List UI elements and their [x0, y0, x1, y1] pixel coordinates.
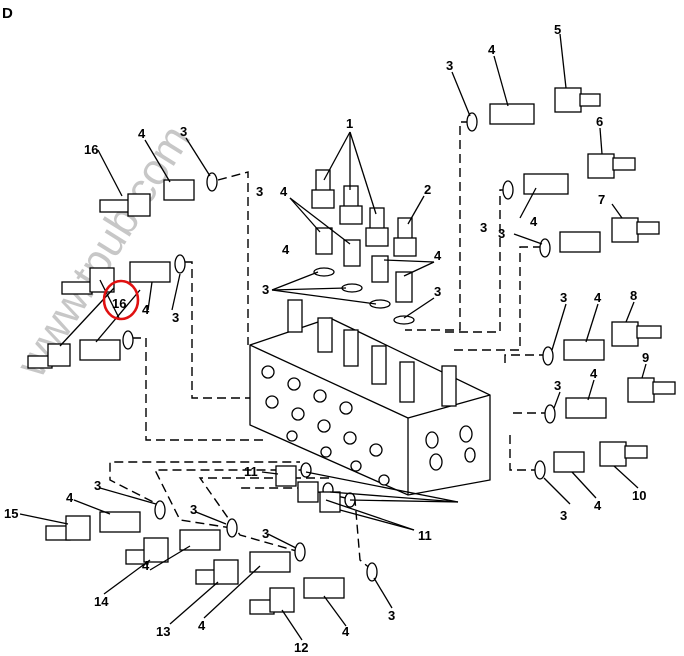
label-4: 4	[594, 498, 602, 513]
manifold-block	[249, 299, 491, 496]
label-4: 4	[282, 242, 290, 257]
label-4: 4	[590, 366, 598, 381]
label-1: 1	[346, 116, 353, 131]
label-3: 3	[446, 58, 453, 73]
label-3: 3	[480, 220, 487, 235]
label-4: 4	[488, 42, 496, 57]
label-3: 3	[554, 378, 561, 393]
label-3: 3	[560, 508, 567, 523]
label-4: 4	[342, 624, 350, 639]
label-15: 15	[4, 506, 18, 521]
label-4: 4	[142, 558, 150, 573]
label-4: 4	[66, 490, 74, 505]
label-3: 3	[172, 310, 179, 325]
label-3: 3	[190, 502, 197, 517]
label-11: 11	[244, 464, 258, 479]
label-3: 3	[94, 478, 101, 493]
label-5: 5	[554, 22, 561, 37]
label-4: 4	[138, 126, 146, 141]
label-6: 6	[596, 114, 603, 129]
label-4: 4	[594, 290, 602, 305]
label-3: 3	[256, 184, 263, 199]
label-3: 3	[434, 284, 441, 299]
label-4: 4	[198, 618, 206, 633]
label-3: 3	[262, 526, 269, 541]
label-4: 4	[434, 248, 442, 263]
manifold-top-studs	[287, 299, 457, 407]
callout-labels: 1 2 3 3 3 3 3 3 3 3 3 3 3 3 3 3 3 4 4 4 …	[4, 22, 649, 655]
label-3: 3	[498, 226, 505, 241]
corner-letter: D	[2, 5, 13, 22]
highlight-circle	[102, 279, 140, 321]
label-4: 4	[142, 302, 150, 317]
label-3: 3	[560, 290, 567, 305]
label-2: 2	[424, 182, 431, 197]
top-switches	[311, 169, 417, 325]
label-12: 12	[294, 640, 308, 655]
label-13: 13	[156, 624, 170, 639]
fitting-assemblies	[27, 87, 676, 615]
label-8: 8	[630, 288, 637, 303]
label-3: 3	[388, 608, 395, 623]
label-16-highlighted: 16	[112, 296, 126, 311]
leader-lines	[19, 33, 647, 641]
label-11: 11	[418, 528, 432, 543]
label-14: 14	[94, 594, 109, 609]
label-9: 9	[642, 350, 649, 365]
label-4: 4	[280, 184, 288, 199]
label-7: 7	[598, 192, 605, 207]
label-3: 3	[180, 124, 187, 139]
label-10: 10	[632, 488, 646, 503]
label-16: 16	[84, 142, 98, 157]
label-4: 4	[530, 214, 538, 229]
manifold-ports	[261, 365, 476, 486]
label-3: 3	[262, 282, 269, 297]
